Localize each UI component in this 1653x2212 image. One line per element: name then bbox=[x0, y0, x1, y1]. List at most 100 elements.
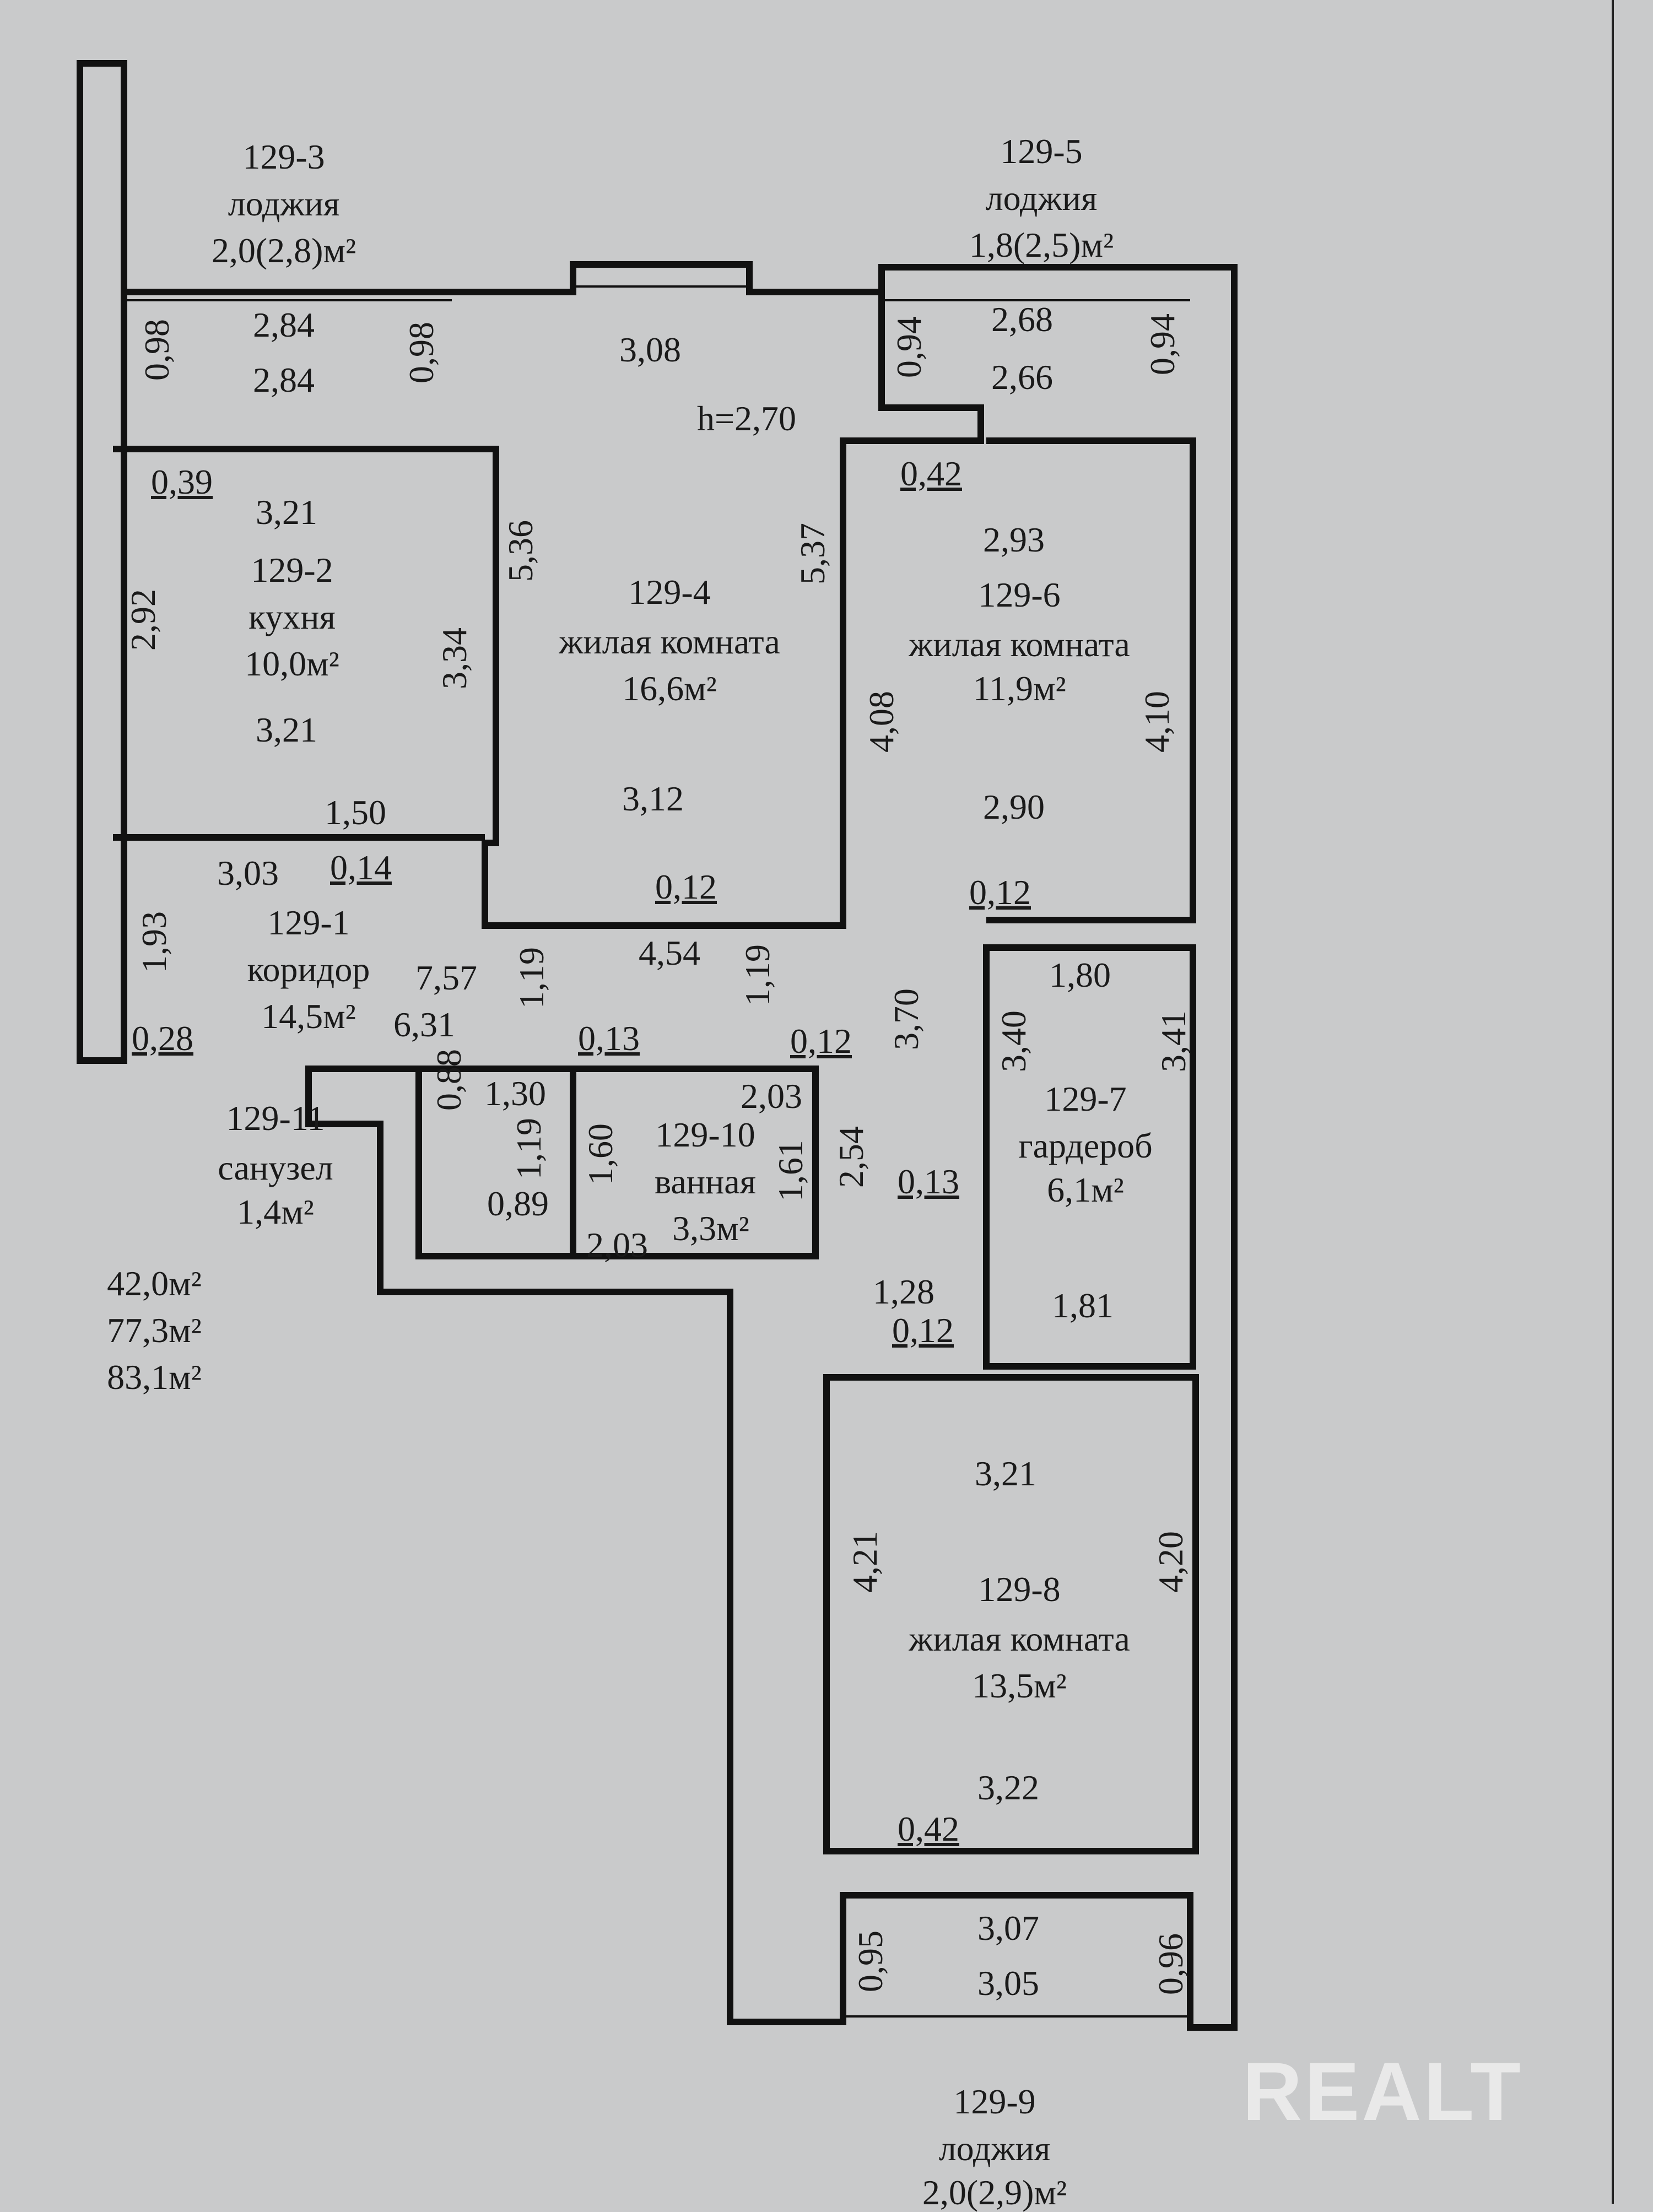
room-area: 16,6м² bbox=[622, 669, 717, 708]
room-id: 129-7 bbox=[1044, 1079, 1127, 1118]
room-id: 129-4 bbox=[628, 572, 711, 612]
wall bbox=[415, 1066, 819, 1259]
dimension: 3,21 bbox=[256, 710, 317, 749]
room-id: 129-3 bbox=[242, 137, 325, 176]
dimension: 0,42 bbox=[898, 1809, 959, 1848]
room-id: 129-9 bbox=[953, 2082, 1036, 2121]
dimension: 0,13 bbox=[578, 1019, 640, 1058]
room-name: жилая комната bbox=[909, 1619, 1130, 1658]
wall bbox=[113, 292, 984, 929]
wall bbox=[983, 944, 1196, 1370]
dimension: 0,98 bbox=[137, 319, 176, 381]
dimension: 2,90 bbox=[983, 787, 1045, 826]
dimension: 5,37 bbox=[793, 523, 832, 585]
dimension: 2,84 bbox=[253, 305, 315, 344]
dimension: 0,42 bbox=[900, 454, 962, 493]
watermark-logo: REALT bbox=[1243, 2045, 1523, 2138]
dimension: 1,19 bbox=[512, 947, 551, 1009]
wall bbox=[986, 437, 1196, 923]
wall bbox=[823, 1374, 1199, 1854]
dimension: 1,80 bbox=[1049, 955, 1111, 994]
room-id: 129-2 bbox=[251, 550, 333, 589]
dimension: 3,22 bbox=[977, 1768, 1039, 1807]
room-id: 129-5 bbox=[1000, 132, 1083, 171]
dimension: 3,03 bbox=[217, 853, 279, 893]
room-name: жилая комната bbox=[909, 625, 1130, 664]
room-area: 3,3м² bbox=[672, 1209, 749, 1248]
dimension: 0,13 bbox=[898, 1162, 959, 1201]
dimension: 2,93 bbox=[983, 520, 1045, 559]
dimension: 3,08 bbox=[619, 330, 681, 369]
dimension: 0,12 bbox=[969, 873, 1031, 912]
total-area: 42,0м² bbox=[107, 1264, 202, 1303]
room-name: гардероб bbox=[1018, 1126, 1153, 1165]
dimension: 6,31 bbox=[393, 1005, 455, 1044]
room-area: 11,9м² bbox=[973, 669, 1066, 708]
dimension: 0,89 bbox=[487, 1184, 549, 1223]
room-area: 14,5м² bbox=[261, 997, 356, 1036]
dimension: 0,12 bbox=[655, 867, 717, 906]
room-area: 2,0(2,8)м² bbox=[211, 231, 356, 270]
dimension: 0,28 bbox=[132, 1019, 193, 1058]
dimension: 5,36 bbox=[501, 520, 540, 582]
dimension: 3,34 bbox=[435, 628, 474, 689]
dimension: 4,08 bbox=[862, 691, 901, 753]
total-area: 77,3м² bbox=[107, 1311, 202, 1350]
room-name: ванная bbox=[654, 1162, 757, 1201]
dimension: 2,03 bbox=[741, 1077, 802, 1116]
dimension: 0,12 bbox=[892, 1311, 954, 1350]
dimension: 0,94 bbox=[1143, 313, 1182, 375]
dimension: 2,92 bbox=[123, 589, 163, 651]
room-area: 1,8(2,5)м² bbox=[969, 225, 1114, 264]
dimension: 4,10 bbox=[1137, 691, 1176, 753]
dimension: 4,54 bbox=[639, 933, 700, 972]
dimension: 0,88 bbox=[429, 1049, 468, 1111]
dimension: 0,94 bbox=[889, 316, 928, 378]
dimension: 3,05 bbox=[977, 1964, 1039, 2003]
dimension: 3,12 bbox=[622, 779, 684, 818]
room-id: 129-6 bbox=[978, 575, 1061, 614]
dimension: 7,57 bbox=[415, 958, 477, 997]
dimension: 4,21 bbox=[845, 1531, 884, 1593]
dimension: 1,28 bbox=[873, 1272, 934, 1311]
dimension: 1,19 bbox=[738, 944, 777, 1006]
dimension: 4,20 bbox=[1151, 1531, 1190, 1593]
dimension: 3,07 bbox=[977, 1908, 1039, 1948]
room-name: лоджия bbox=[938, 2129, 1051, 2168]
dimension: 1,60 bbox=[581, 1123, 620, 1185]
page-edge bbox=[1612, 0, 1614, 2204]
room-area: 13,5м² bbox=[972, 1666, 1067, 1705]
room-area: 2,0(2,9)м² bbox=[922, 2173, 1067, 2212]
room-area: 6,1м² bbox=[1047, 1170, 1124, 1209]
room-id: 129-1 bbox=[267, 903, 350, 942]
dimension: 1,30 bbox=[484, 1074, 546, 1113]
total-area: 83,1м² bbox=[107, 1358, 202, 1397]
dimension: 3,21 bbox=[256, 493, 317, 532]
wall bbox=[77, 60, 127, 1064]
dimension: 2,66 bbox=[991, 358, 1053, 397]
dimension: 2,68 bbox=[991, 300, 1053, 339]
room-id: 129-8 bbox=[978, 1570, 1061, 1609]
dimension: 2,84 bbox=[253, 360, 315, 399]
room-id: 129-11 bbox=[226, 1099, 325, 1138]
dimension: 1,50 bbox=[325, 793, 386, 832]
dimension: 0,98 bbox=[402, 322, 441, 383]
dimension: 2,54 bbox=[831, 1126, 871, 1188]
dimension: 1,93 bbox=[134, 911, 174, 973]
room-name: лоджия bbox=[228, 184, 340, 223]
wall bbox=[127, 261, 1238, 2031]
ceiling-height: h=2,70 bbox=[696, 399, 797, 438]
dimension: 3,40 bbox=[994, 1010, 1033, 1072]
room-name: коридор bbox=[247, 950, 370, 989]
room-name: кухня bbox=[249, 597, 336, 636]
dimension: 1,61 bbox=[771, 1140, 810, 1202]
dimension: 3,70 bbox=[887, 988, 926, 1050]
dimension: 0,39 bbox=[151, 462, 213, 501]
dimension: 0,95 bbox=[851, 1930, 890, 1992]
room-area: 1,4м² bbox=[237, 1192, 314, 1231]
dimension: 3,41 bbox=[1154, 1010, 1193, 1072]
dimension: 1,81 bbox=[1052, 1286, 1114, 1325]
room-id: 129-10 bbox=[655, 1115, 755, 1154]
room-name: жилая комната bbox=[559, 622, 780, 661]
